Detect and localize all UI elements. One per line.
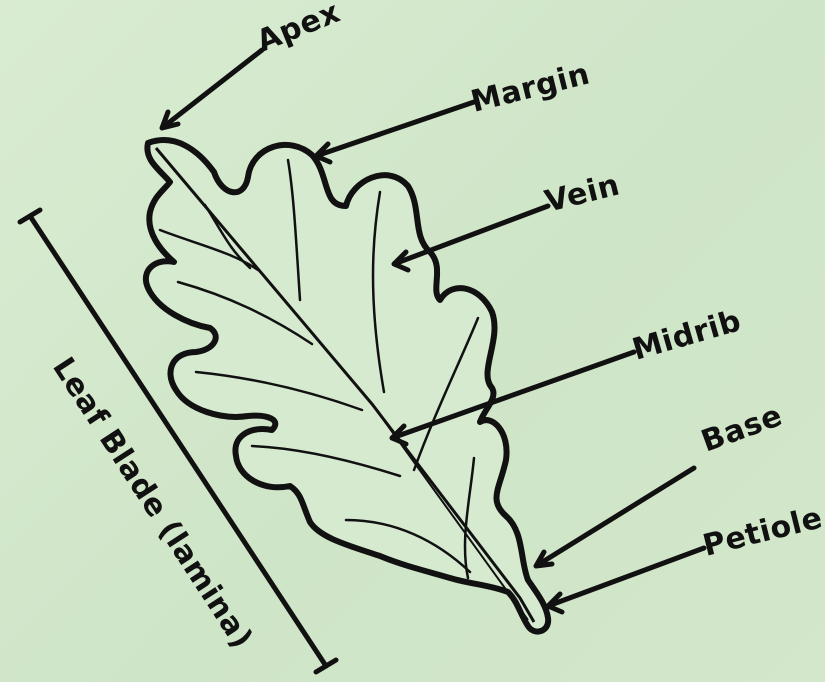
margin-arrow (316, 102, 474, 162)
midrib-label: Midrib (629, 303, 746, 367)
base-arrow (536, 468, 694, 566)
apex-label: Apex (252, 0, 345, 59)
base-label: Base (697, 398, 787, 459)
petiole-arrow (548, 548, 704, 612)
vein-label: Vein (541, 168, 623, 220)
petiole-label: Petiole (699, 500, 825, 563)
apex-arrow (162, 50, 262, 128)
margin-label: Margin (467, 57, 593, 120)
